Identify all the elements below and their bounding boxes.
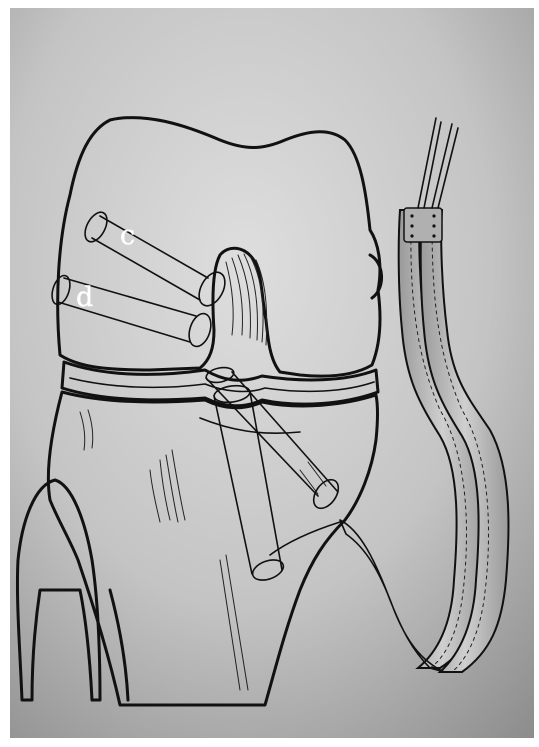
label-d: d [76, 282, 93, 313]
label-c: c [120, 220, 135, 251]
graft-whipstitch [404, 208, 442, 242]
